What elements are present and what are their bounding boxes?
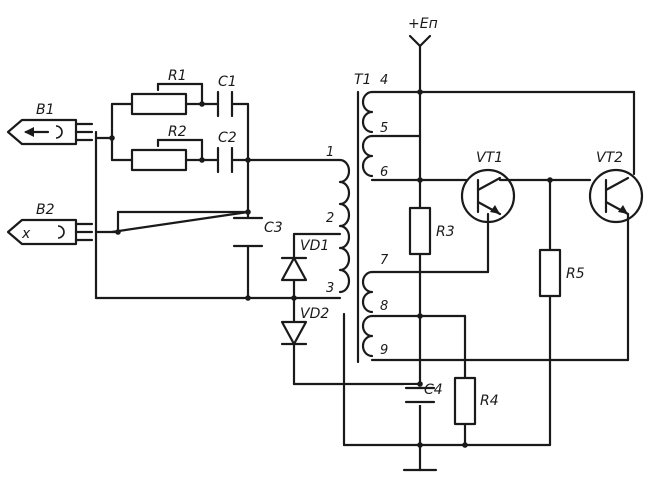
label-vt1: VT1 — [476, 150, 503, 166]
capacitor-c2 — [216, 146, 234, 174]
t1-winding-7-8 — [361, 270, 374, 314]
resistor-r3 — [408, 206, 432, 256]
wires — [94, 82, 636, 447]
label-b2: B2 — [36, 202, 55, 218]
label-c2: C2 — [218, 130, 237, 146]
capacitor-c4 — [404, 385, 436, 405]
transformer-t1 — [338, 90, 374, 364]
label-c4: C4 — [424, 382, 443, 398]
label-r5: R5 — [566, 266, 585, 282]
pin-4: 4 — [380, 73, 388, 88]
t1-winding-8-9 — [361, 314, 374, 358]
label-r4: R4 — [480, 393, 499, 409]
label-c3: C3 — [264, 220, 283, 236]
junction-dots — [109, 89, 553, 448]
t1-winding-4-5 — [361, 90, 374, 134]
pin-6: 6 — [380, 165, 388, 180]
label-r3: R3 — [436, 224, 455, 240]
resistor-r5 — [538, 248, 562, 298]
resistor-r4 — [453, 376, 477, 426]
label-r2: R2 — [168, 124, 187, 140]
label-vd2: VD2 — [300, 306, 329, 322]
resistor-r1 — [130, 92, 188, 116]
pin-8: 8 — [380, 299, 388, 314]
pin-7: 7 — [380, 253, 389, 268]
supply-terminal — [408, 34, 432, 48]
sensor-b2 — [6, 218, 94, 246]
capacitor-c1 — [216, 90, 234, 118]
sensor-b1 — [6, 118, 94, 146]
pin-2: 2 — [326, 211, 334, 226]
t1-winding-5-6 — [361, 134, 374, 178]
pin-5: 5 — [380, 121, 388, 136]
resistor-r2 — [130, 148, 188, 172]
label-supply: +Еп — [408, 16, 438, 32]
label-vt2: VT2 — [596, 150, 623, 166]
diode-vd1 — [280, 256, 308, 282]
transistor-vt2 — [588, 168, 644, 224]
label-c1: C1 — [218, 74, 237, 90]
label-b1: B1 — [36, 102, 55, 118]
capacitor-c3 — [232, 216, 264, 248]
label-b2-mark: x — [21, 226, 31, 242]
t1-winding-1-3 — [338, 158, 351, 294]
pin-1: 1 — [326, 145, 334, 160]
label-r1: R1 — [168, 68, 187, 84]
diode-vd2 — [280, 320, 308, 346]
pin-9: 9 — [380, 343, 388, 358]
pin-3: 3 — [326, 281, 334, 296]
label-vd1: VD1 — [300, 238, 329, 254]
label-t1: T1 — [354, 72, 371, 88]
